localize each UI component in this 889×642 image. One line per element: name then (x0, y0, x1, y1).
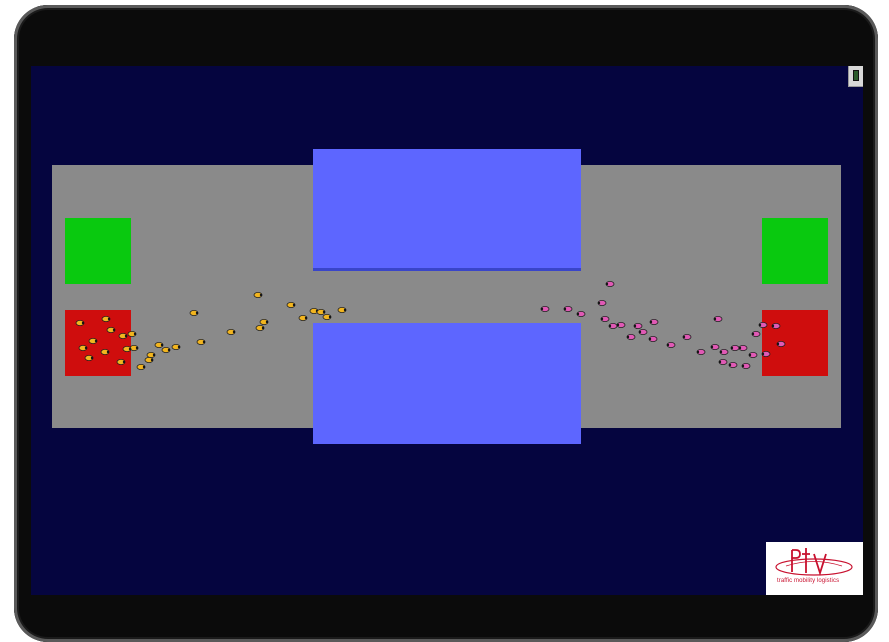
right-green-zone (762, 218, 828, 284)
obstacle-top (313, 149, 581, 271)
left-green-zone (65, 218, 131, 284)
obstacle-bottom (313, 323, 581, 444)
ptv-logo: traffic mobility logistics (766, 542, 863, 595)
logo-tagline: traffic mobility logistics (777, 578, 839, 584)
simulation-viewport[interactable]: traffic mobility logistics (31, 66, 863, 595)
ptv-logo-mark (766, 542, 863, 595)
left-red-zone (65, 310, 131, 376)
right-red-zone (762, 310, 828, 376)
status-indicator-icon[interactable] (848, 66, 863, 87)
